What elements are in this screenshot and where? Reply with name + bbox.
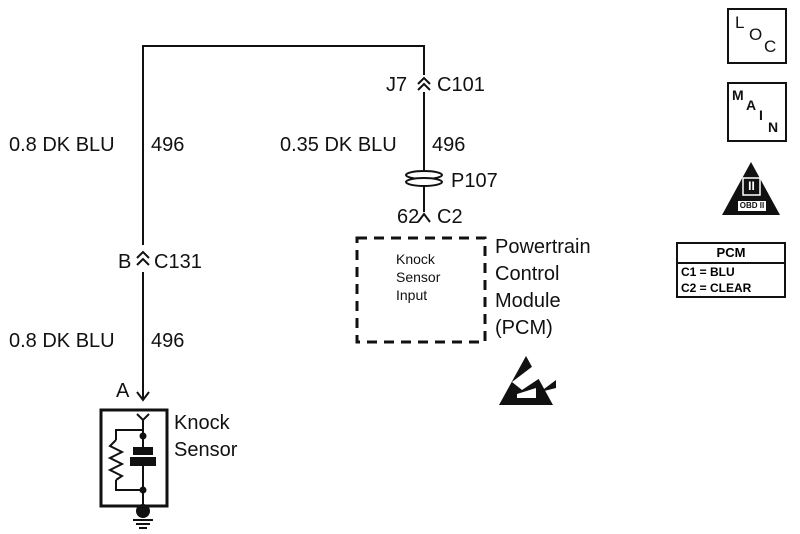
pcm-table-row-1: C1 = BLU	[681, 265, 735, 279]
esd-warning-icon	[499, 356, 556, 405]
connector-c131-symbol	[136, 250, 150, 266]
connector-c101-symbol	[417, 76, 431, 91]
main-letter-4: N	[768, 119, 779, 135]
knock-sensor-internals	[107, 413, 156, 508]
pcm-input-line-2: Sensor	[396, 269, 441, 285]
wire-left-lower-label: 0.8 DK BLU	[9, 330, 115, 352]
loc-letter-1: L	[735, 13, 745, 32]
knock-sensor-label-line-1: Knock	[174, 412, 230, 434]
connector-c131-name: C131	[154, 251, 202, 273]
sensor-pin-label: A	[116, 380, 130, 402]
pcm-table-header: PCM	[678, 244, 784, 264]
loc-button[interactable]: L O C	[727, 8, 787, 64]
main-button[interactable]: M A I N	[727, 82, 787, 142]
connector-c131-pin: B	[118, 251, 132, 273]
wire-left-upper	[142, 45, 425, 245]
wire-left-lower-circuit: 496	[151, 330, 185, 352]
ground-symbol	[133, 504, 153, 529]
connector-c2-name: C2	[437, 206, 463, 228]
main-letter-3: I	[759, 107, 763, 123]
pcm-title-line-4: (PCM)	[495, 317, 553, 339]
connector-c2-symbol	[417, 212, 431, 223]
pcm-title-line-3: Module	[495, 290, 561, 312]
wire-left-upper-label: 0.8 DK BLU	[9, 134, 115, 156]
main-letter-2: A	[746, 97, 757, 113]
sensor-arrow-symbol	[136, 391, 150, 402]
loc-letter-2: O	[749, 25, 763, 44]
connector-c101-name: C101	[437, 74, 485, 96]
pcm-dashed-box	[355, 236, 487, 344]
obd-ii-icon	[722, 162, 780, 215]
knock-sensor-box	[99, 408, 169, 508]
pcm-title-line-1: Powertrain	[495, 236, 591, 258]
obd-ii-bottom-label: OBD II	[739, 201, 765, 210]
connector-c101-pin: J7	[386, 74, 408, 96]
pcm-input-line-1: Knock	[396, 251, 435, 267]
main-letter-1: M	[732, 87, 744, 103]
pcm-connector-table: PCM C1 = BLU C2 = CLEAR	[676, 242, 786, 298]
splice-p107-symbol	[405, 170, 443, 187]
pcm-table-row-2: C2 = CLEAR	[681, 281, 752, 295]
obd-ii-top-label: II	[748, 179, 755, 193]
connector-c2-pin: 62	[397, 206, 420, 228]
splice-p107-name: P107	[451, 170, 498, 192]
loc-letter-3: C	[764, 37, 777, 56]
wire-left-upper-circuit: 496	[151, 134, 185, 156]
wire-right-circuit: 496	[432, 134, 466, 156]
knock-sensor-label-line-2: Sensor	[174, 439, 238, 461]
pcm-title-line-2: Control	[495, 263, 560, 285]
pcm-input-line-3: Input	[396, 287, 428, 303]
wire-right-label: 0.35 DK BLU	[280, 134, 397, 156]
